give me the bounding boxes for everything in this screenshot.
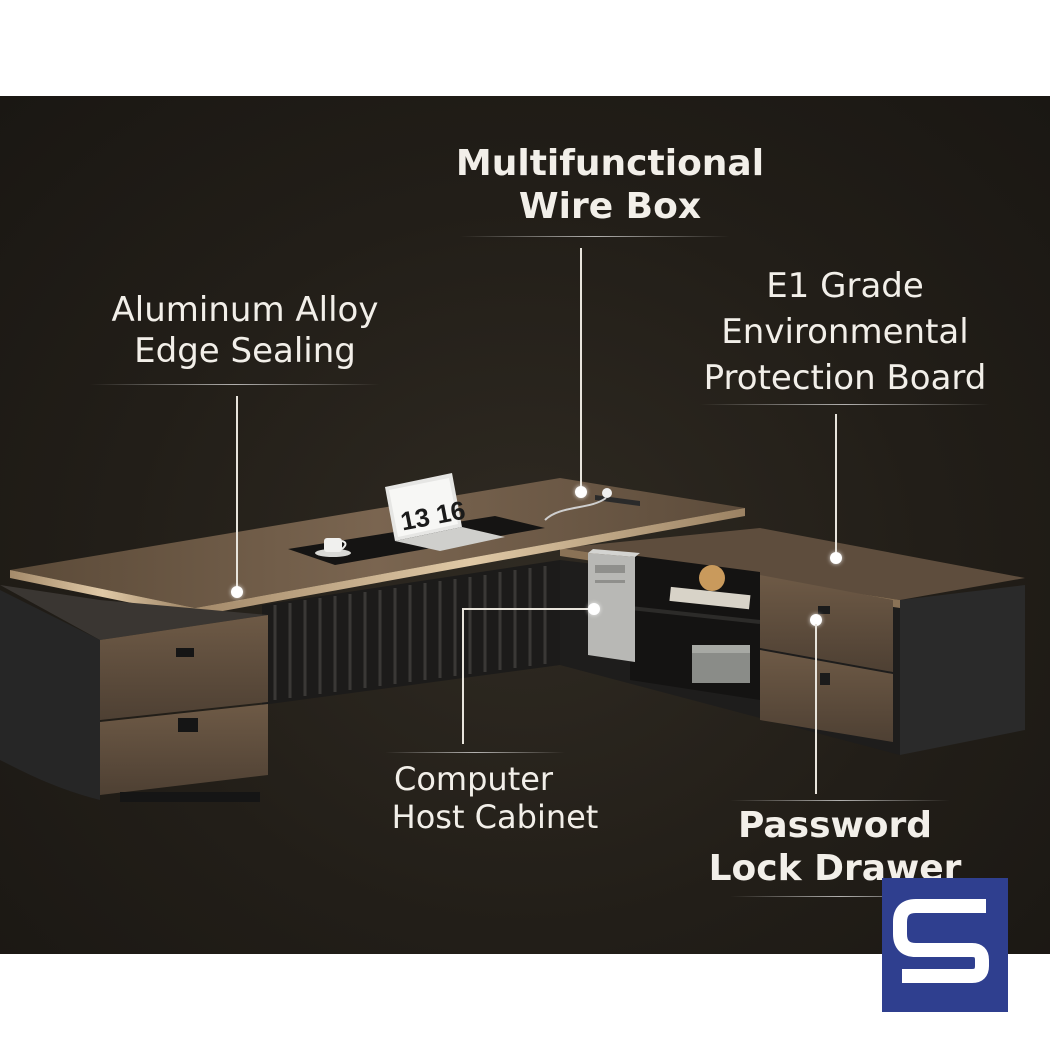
- callout-host-cabinet: Computer Host Cabinet: [380, 760, 610, 837]
- callout-host-cabinet-line2: Host Cabinet: [391, 798, 599, 837]
- pointer-host-cabinet-elbow: [462, 608, 594, 610]
- pointer-lock-drawer: [815, 624, 817, 794]
- separator-wire-box: [460, 236, 730, 237]
- coffee-cup: [315, 538, 351, 557]
- laptop: [385, 473, 505, 551]
- callout-edge-sealing-line2: Edge Sealing: [134, 330, 356, 371]
- callout-board-line3: Protection Board: [703, 357, 987, 398]
- marker-wire-box: [575, 486, 587, 498]
- marker-board: [830, 552, 842, 564]
- computer-tower: [588, 549, 640, 662]
- marker-lock-drawer: [810, 614, 822, 626]
- separator-lock-drawer-bottom: [730, 896, 950, 897]
- separator-lock-drawer: [730, 800, 950, 801]
- slatted-panel: [262, 560, 560, 705]
- product-photo: 13 16 Multifunctional Wire Box: [0, 96, 1050, 954]
- separator-board: [700, 404, 990, 405]
- power-strip: [544, 488, 640, 521]
- callout-board: E1 Grade Environmental Protection Board: [690, 264, 1000, 402]
- left-pedestal: [0, 585, 268, 802]
- pointer-edge-sealing: [236, 396, 238, 590]
- callout-board-line1: E1 Grade: [766, 266, 924, 306]
- marker-host-cabinet: [588, 603, 600, 615]
- s-brand-logo: [882, 878, 1008, 1012]
- callout-wire-box-line2: Wire Box: [518, 186, 702, 228]
- s-logo-icon: [893, 899, 989, 983]
- callout-lock-drawer-line1: Password: [737, 805, 933, 846]
- pointer-host-cabinet: [462, 608, 464, 744]
- callout-wire-box-line1: Multifunctional: [455, 143, 765, 184]
- marker-edge-sealing: [231, 586, 243, 598]
- separator-host-cabinet: [385, 752, 565, 753]
- pointer-wire-box: [580, 248, 582, 490]
- pointer-board: [835, 414, 837, 556]
- callout-wire-box: Multifunctional Wire Box: [450, 142, 770, 228]
- callout-edge-sealing-line1: Aluminum Alloy: [111, 290, 379, 330]
- separator-edge-sealing: [90, 384, 380, 385]
- callout-edge-sealing: Aluminum Alloy Edge Sealing: [80, 290, 410, 372]
- callout-board-line2: Environmental: [721, 311, 969, 352]
- callout-host-cabinet-line1: Computer: [394, 760, 554, 798]
